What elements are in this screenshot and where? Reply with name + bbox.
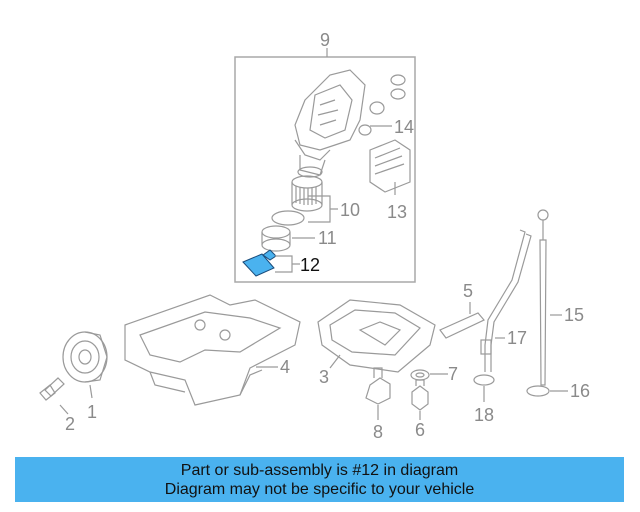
lower-oil-pan xyxy=(317,299,436,373)
callout-9: 9 xyxy=(320,30,330,50)
oil-filter-cap xyxy=(261,225,291,252)
oil-cooler xyxy=(369,139,411,193)
dipstick xyxy=(537,209,549,386)
callout-15: 15 xyxy=(564,305,584,325)
callout-10: 10 xyxy=(340,200,360,220)
callout-3: 3 xyxy=(319,367,329,387)
callout-13: 13 xyxy=(387,202,407,222)
oil-filter-element xyxy=(271,175,323,226)
callout-1: 1 xyxy=(87,402,97,422)
o-ring-16 xyxy=(526,385,550,397)
oil-level-sensor xyxy=(365,367,391,405)
leader-lines xyxy=(59,125,568,420)
callout-17: 17 xyxy=(507,328,527,348)
callout-11: 11 xyxy=(318,228,337,248)
assembly-box xyxy=(234,56,416,283)
oil-filter-housing xyxy=(294,69,366,178)
callout-8: 8 xyxy=(373,422,383,442)
callout-18: 18 xyxy=(474,405,494,425)
callout-14: 14 xyxy=(394,117,414,137)
banner-line-2: Diagram may not be specific to your vehi… xyxy=(164,481,475,498)
pulley-bolt xyxy=(39,377,65,401)
highlighted-part-12 xyxy=(242,249,277,277)
callout-12: 12 xyxy=(300,255,320,275)
crank-pulley xyxy=(62,331,108,383)
callout-6: 6 xyxy=(415,420,425,440)
callout-5: 5 xyxy=(463,281,473,301)
banner-line-1: Part or sub-assembly is #12 in diagram xyxy=(180,462,459,479)
callout-2: 2 xyxy=(65,414,75,434)
o-ring-18 xyxy=(473,374,495,386)
info-banner: Part or sub-assembly is #12 in diagram D… xyxy=(15,457,624,502)
callout-7: 7 xyxy=(448,364,458,384)
washer-7 xyxy=(410,369,430,381)
oil-baffle xyxy=(439,312,485,339)
gasket-set xyxy=(358,74,406,136)
upper-oil-pan xyxy=(124,294,301,406)
callout-4: 4 xyxy=(280,357,290,377)
drain-plug xyxy=(411,379,429,411)
dipstick-tube xyxy=(480,229,532,372)
callout-16: 16 xyxy=(570,381,590,401)
